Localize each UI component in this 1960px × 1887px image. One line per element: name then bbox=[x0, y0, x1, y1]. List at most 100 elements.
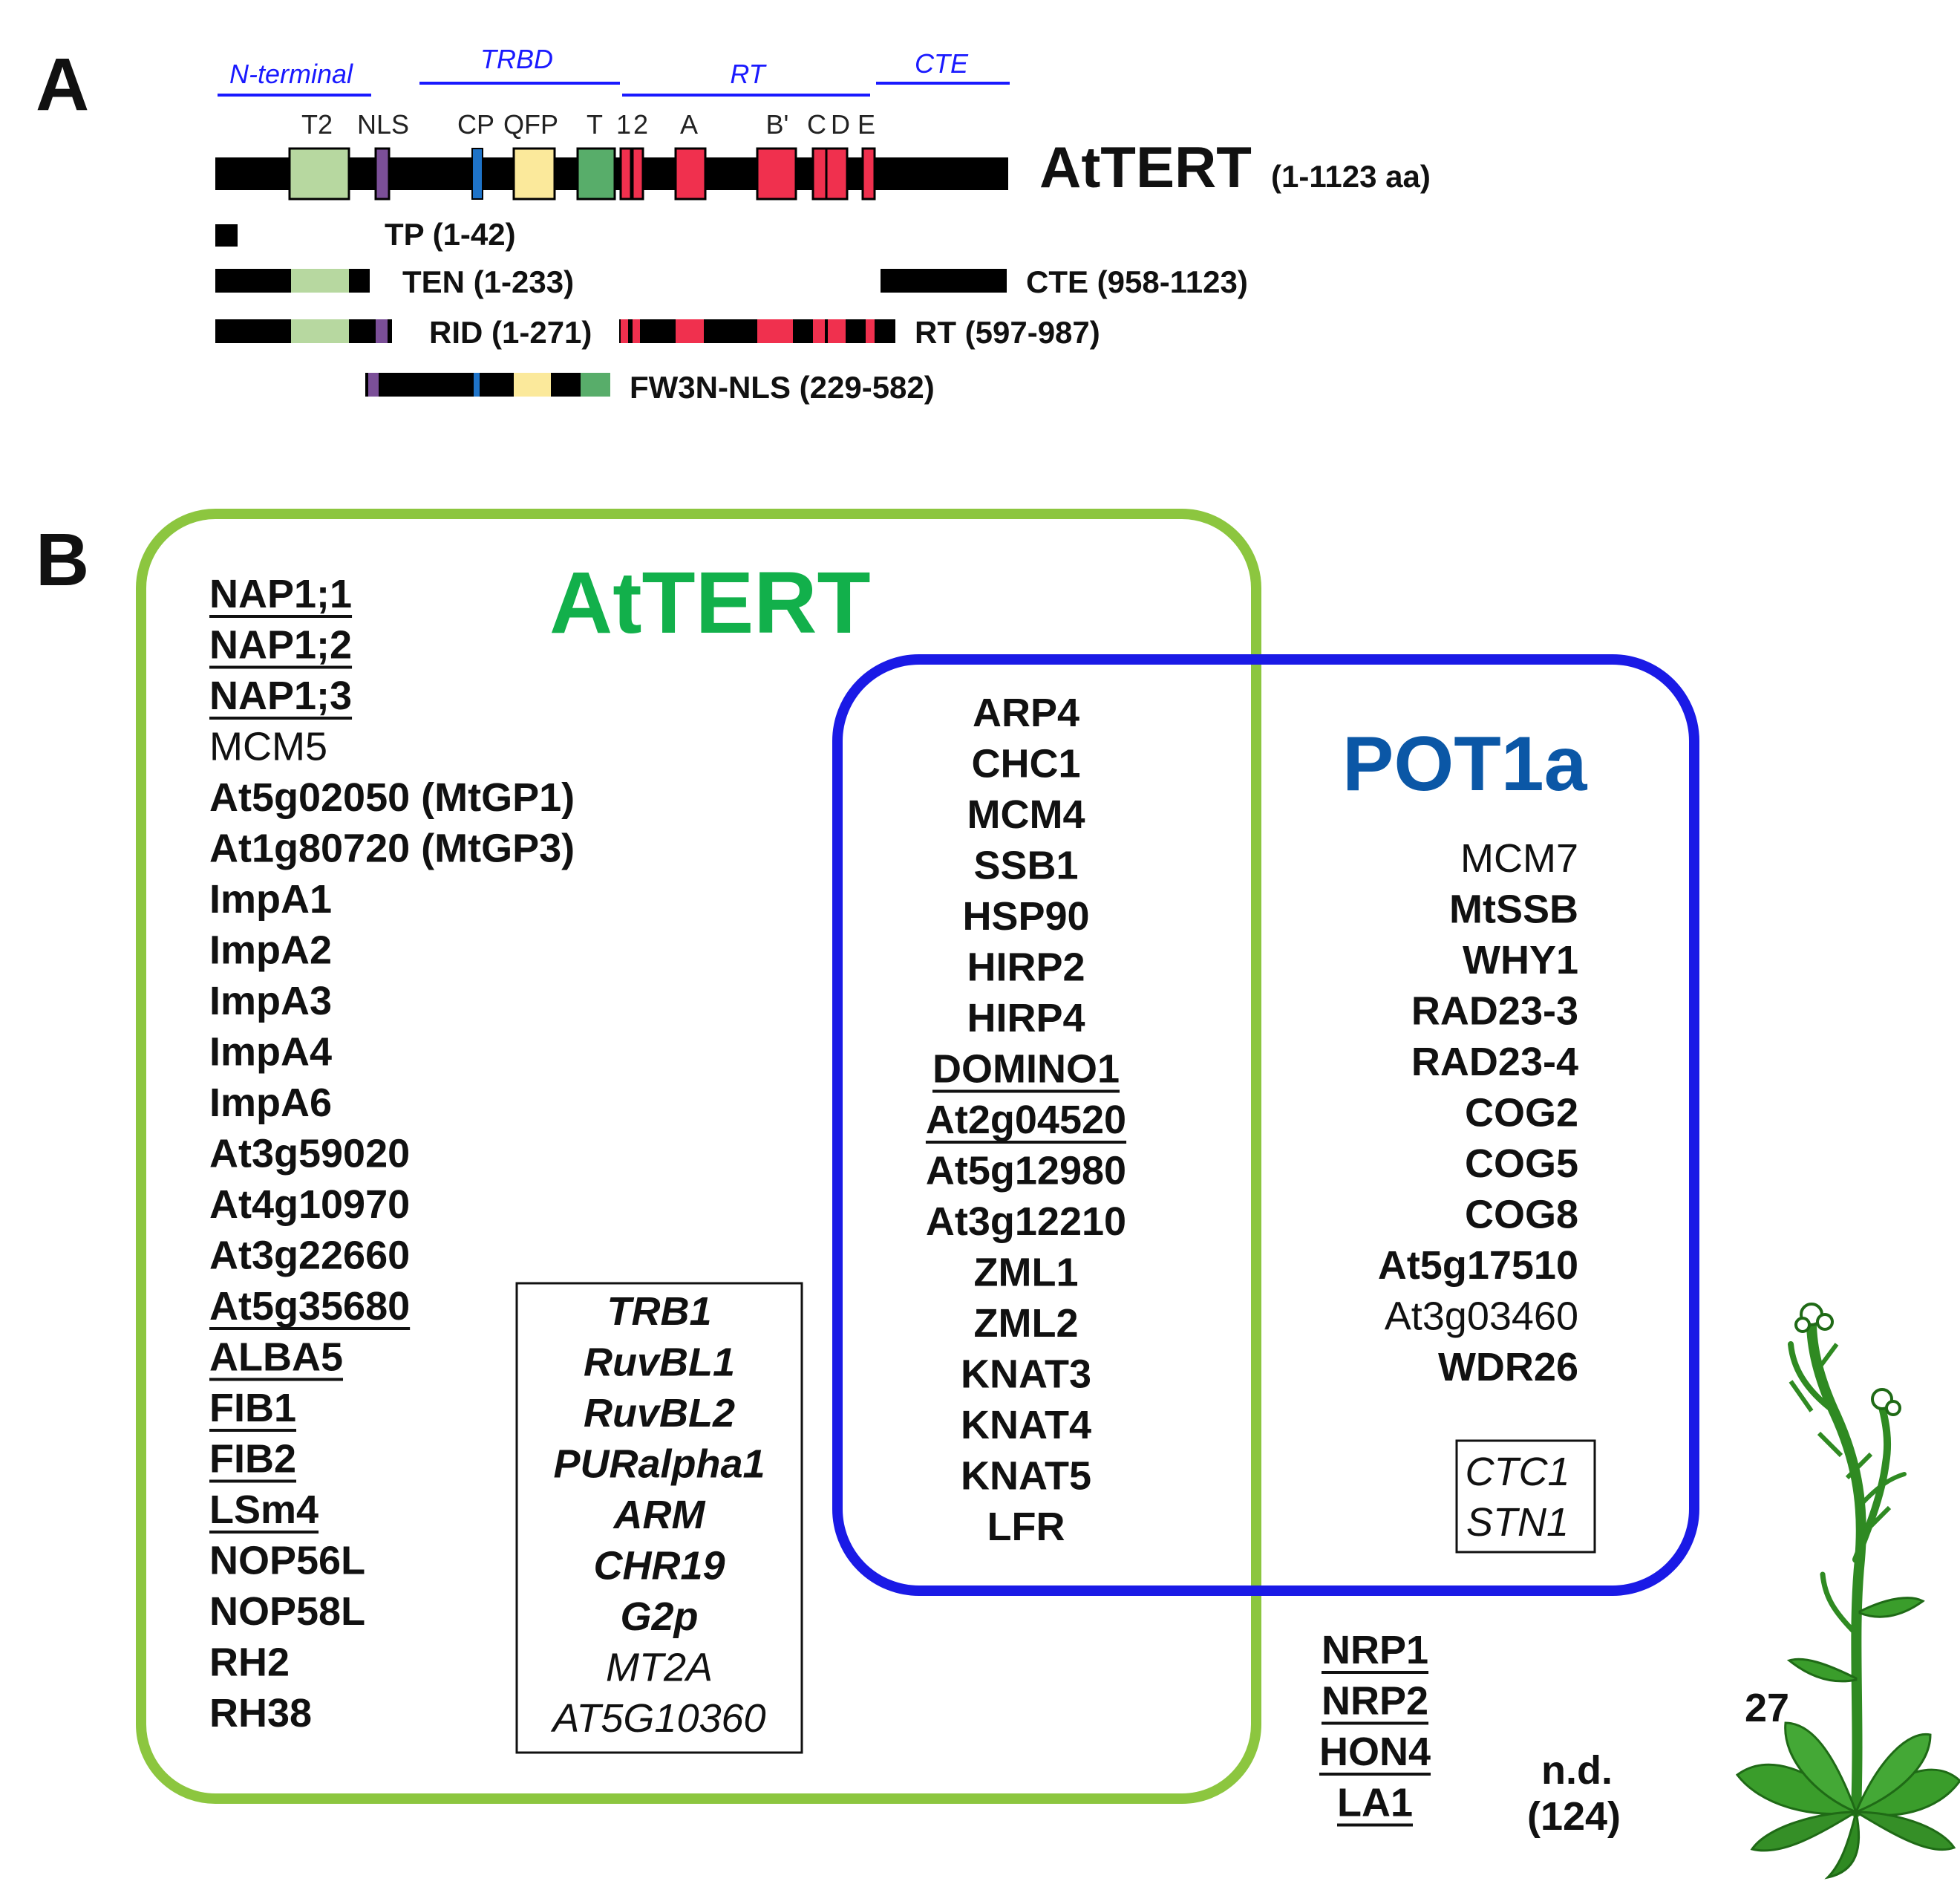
pot1a-set-title: POT1a bbox=[1342, 721, 1588, 807]
gene-at3g03460: At3g03460 bbox=[1385, 1294, 1578, 1339]
gene-lsm4: LSm4 bbox=[209, 1487, 318, 1532]
gene-mcm7: MCM7 bbox=[1460, 836, 1578, 881]
gene-mcm4: MCM4 bbox=[967, 792, 1085, 837]
attert-frame bbox=[136, 509, 1261, 1804]
domain-2 bbox=[631, 147, 644, 201]
gene-rh2: RH2 bbox=[209, 1640, 290, 1685]
domain-label-cp: CP bbox=[457, 109, 494, 140]
nd-count: (124) bbox=[1527, 1794, 1621, 1839]
protein-range: (1-1123 aa) bbox=[1271, 159, 1431, 194]
plant-count: 27 bbox=[1745, 1686, 1789, 1730]
gene-nrp2: NRP2 bbox=[1322, 1679, 1428, 1724]
gene-cog5: COG5 bbox=[1465, 1141, 1578, 1186]
domain-label-1: 1 bbox=[616, 109, 631, 140]
gene-fib2: FIB2 bbox=[209, 1437, 296, 1482]
gene-zml2: ZML2 bbox=[974, 1301, 1079, 1346]
domain-qfp bbox=[512, 147, 556, 201]
gene-rh38: RH38 bbox=[209, 1691, 312, 1736]
fragment-rid-label: RID (1-271) bbox=[429, 315, 592, 350]
gene-impa1: ImpA1 bbox=[209, 877, 332, 922]
domain-cp bbox=[471, 148, 483, 200]
gene-nop58l: NOP58L bbox=[209, 1589, 365, 1634]
gene-cog8: COG8 bbox=[1465, 1193, 1578, 1237]
gene-impa3: ImpA3 bbox=[209, 979, 332, 1023]
domain-label-2: 2 bbox=[633, 109, 648, 140]
region-trbd: TRBD bbox=[419, 44, 620, 85]
domain-e bbox=[861, 147, 876, 201]
gene-lfr: LFR bbox=[987, 1505, 1065, 1549]
domain-t2 bbox=[288, 147, 350, 201]
gene-rad23-3: RAD23-3 bbox=[1411, 989, 1578, 1034]
domain-d bbox=[825, 147, 849, 201]
gene-hirp4: HIRP4 bbox=[967, 996, 1085, 1040]
gene-chr19: CHR19 bbox=[593, 1544, 725, 1588]
region-rt: RT bbox=[622, 59, 870, 97]
gene-at1g80720-mtgp3: At1g80720 (MtGP3) bbox=[209, 827, 575, 871]
gene-impa6: ImpA6 bbox=[209, 1081, 332, 1125]
domain-label-a: A bbox=[680, 109, 698, 140]
attert-boxed-gene-list: TRB1RuvBL1RuvBL2PURalpha1ARMCHR19G2pMT2A… bbox=[550, 1289, 765, 1741]
gene-nap1-2: NAP1;2 bbox=[209, 623, 352, 668]
gene-nrp1: NRP1 bbox=[1322, 1628, 1428, 1672]
gene-impa4: ImpA4 bbox=[209, 1030, 332, 1075]
gene-mt2a: MT2A bbox=[606, 1646, 713, 1690]
fragment-cte-bar bbox=[881, 269, 1007, 293]
gene-ssb1: SSB1 bbox=[973, 844, 1078, 888]
domain-label-c: C bbox=[807, 109, 826, 140]
domain-label-nls: NLS bbox=[357, 109, 409, 140]
fragment-rt-bar bbox=[619, 319, 895, 343]
attert-full-length-bar bbox=[215, 147, 1008, 201]
pot1a-frame bbox=[832, 654, 1699, 1596]
gene-puralpha1: PURalpha1 bbox=[553, 1442, 765, 1487]
gene-at2g04520: At2g04520 bbox=[926, 1098, 1126, 1142]
gene-hirp2: HIRP2 bbox=[967, 945, 1085, 990]
pot1a-boxed-group bbox=[1455, 1439, 1596, 1554]
gene-at3g22660: At3g22660 bbox=[209, 1233, 410, 1278]
region-n-terminal: N-terminal bbox=[218, 59, 371, 97]
gene-wdr26: WDR26 bbox=[1438, 1345, 1578, 1389]
gene-at5g17510: At5g17510 bbox=[1378, 1243, 1578, 1288]
gene-knat4: KNAT4 bbox=[961, 1403, 1091, 1447]
gene-cog2: COG2 bbox=[1465, 1091, 1578, 1135]
fragment-fw3n-nls-label: FW3N-NLS (229-582) bbox=[630, 370, 935, 405]
gene-arp4: ARP4 bbox=[973, 691, 1079, 735]
gene-la1: LA1 bbox=[1337, 1781, 1413, 1825]
gene-at5g10360: AT5G10360 bbox=[550, 1696, 765, 1741]
fragment-rid-bar bbox=[215, 319, 392, 343]
domain-t bbox=[576, 147, 616, 201]
arabidopsis-plant-icon bbox=[1735, 1303, 1960, 1880]
panel-a-letter: A bbox=[36, 43, 89, 126]
region-label-trbd: TRBD bbox=[480, 44, 553, 74]
gene-nap1-3: NAP1;3 bbox=[209, 674, 352, 718]
gene-domino1: DOMINO1 bbox=[932, 1047, 1120, 1092]
gene-ruvbl2: RuvBL2 bbox=[584, 1391, 735, 1435]
domain-bprime bbox=[756, 147, 797, 201]
gene-rad23-4: RAD23-4 bbox=[1411, 1040, 1578, 1084]
domain-1 bbox=[619, 147, 633, 201]
fragment-fw3n-nls-bar bbox=[365, 373, 610, 397]
gene-at3g59020: At3g59020 bbox=[209, 1132, 410, 1176]
gene-ruvbl1: RuvBL1 bbox=[584, 1340, 735, 1385]
gene-stn1: STN1 bbox=[1466, 1500, 1569, 1545]
region-label-cte: CTE bbox=[915, 48, 969, 79]
fragment-rt-label: RT (597-987) bbox=[915, 315, 1100, 350]
pot1a-only-gene-list: MCM7MtSSBWHY1RAD23-3RAD23-4COG2COG5COG8A… bbox=[1378, 836, 1578, 1389]
gene-hon4: HON4 bbox=[1319, 1730, 1431, 1774]
domain-label-qfp: QFP bbox=[503, 109, 558, 140]
panel-b-letter: B bbox=[36, 518, 89, 602]
gene-at5g02050-mtgp1: At5g02050 (MtGP1) bbox=[209, 775, 575, 820]
gene-g2p: G2p bbox=[620, 1594, 698, 1639]
gene-alba5: ALBA5 bbox=[209, 1335, 343, 1380]
gene-at5g35680: At5g35680 bbox=[209, 1284, 410, 1329]
nd-label: n.d. bbox=[1541, 1748, 1613, 1793]
gene-mcm5: MCM5 bbox=[209, 725, 327, 769]
fragment-ten-label: TEN (1-233) bbox=[402, 264, 574, 299]
gene-nop56l: NOP56L bbox=[209, 1539, 365, 1583]
fragment-tp-label: TP (1-42) bbox=[385, 217, 516, 252]
gene-trb1: TRB1 bbox=[607, 1289, 711, 1334]
attert-set-title: AtTERT bbox=[549, 554, 871, 652]
gene-at3g12210: At3g12210 bbox=[926, 1199, 1126, 1244]
